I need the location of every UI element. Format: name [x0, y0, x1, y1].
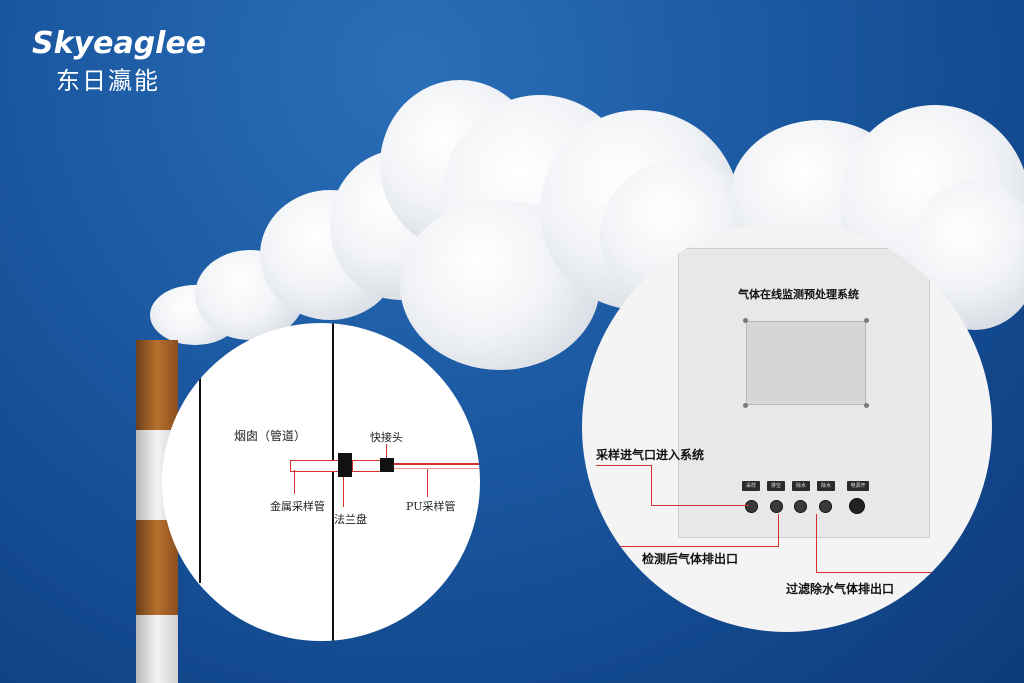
display-panel	[743, 318, 869, 408]
flange-label: 法兰盘	[334, 513, 367, 526]
pu-sampling-tube-label: PU采样管	[406, 500, 456, 513]
chimney-label: 烟囱（管道）	[234, 429, 307, 443]
button-purge[interactable]: 排空	[767, 481, 785, 491]
inlet-leader-v	[651, 465, 652, 505]
brand-name-en: Skyeaglee	[32, 26, 207, 61]
chimney-wall-right	[332, 323, 334, 641]
chimney-wall-left	[199, 363, 201, 583]
connector-pointer	[386, 444, 387, 458]
metal-sampling-tube	[290, 460, 340, 472]
sampling-probe-diagram: 烟囱（管道） 快接头 金属采样管 法兰盘 PU采样管	[162, 323, 480, 641]
metal-tube-pointer	[294, 470, 295, 494]
system-title: 气体在线监测预处理系统	[738, 288, 859, 301]
detection-leader-h	[618, 546, 778, 547]
inlet-leader-h2	[651, 505, 749, 506]
brand-logo: Skyeaglee 东日瀛能	[32, 26, 206, 96]
quick-connector-label: 快接头	[370, 431, 403, 444]
system-cabinet: 气体在线监测预处理系统 采样 排空 除水 除水 电源开	[678, 248, 930, 538]
button-power[interactable]: 电源开	[847, 481, 869, 491]
pu-sampling-tube	[394, 463, 480, 465]
port-filter-outlet-1	[794, 500, 807, 513]
metal-sampling-tube-label: 金属采样管	[270, 500, 325, 513]
port-detection-outlet	[770, 500, 783, 513]
inlet-leader-h	[596, 465, 651, 466]
sample-inlet-label: 采样进气口进入系统	[596, 448, 705, 462]
brand-name-cn: 东日瀛能	[56, 67, 160, 95]
filter-leader-v	[816, 514, 817, 572]
detection-leader-v	[778, 514, 779, 547]
button-dewater-2[interactable]: 除水	[817, 481, 835, 491]
quick-connector	[380, 458, 394, 472]
post-detection-outlet-label: 检测后气体排出口	[642, 552, 739, 566]
button-dewater-1[interactable]: 除水	[792, 481, 810, 491]
pu-tube-edge	[394, 468, 480, 469]
flange	[338, 453, 352, 477]
flange-pointer	[343, 477, 344, 507]
port-filter-outlet-2	[819, 500, 832, 513]
tube-mid	[352, 460, 382, 472]
pu-tube-pointer	[427, 469, 428, 497]
filtered-water-outlet-label: 过滤除水气体排出口	[786, 582, 895, 596]
pretreatment-system-diagram: 气体在线监测预处理系统 采样 排空 除水 除水 电源开 采样进气口进入系统 检测…	[582, 222, 992, 632]
port-sample-inlet	[745, 500, 758, 513]
power-knob[interactable]	[849, 498, 865, 514]
button-sampling[interactable]: 采样	[742, 481, 760, 491]
filter-leader-h	[816, 572, 936, 573]
